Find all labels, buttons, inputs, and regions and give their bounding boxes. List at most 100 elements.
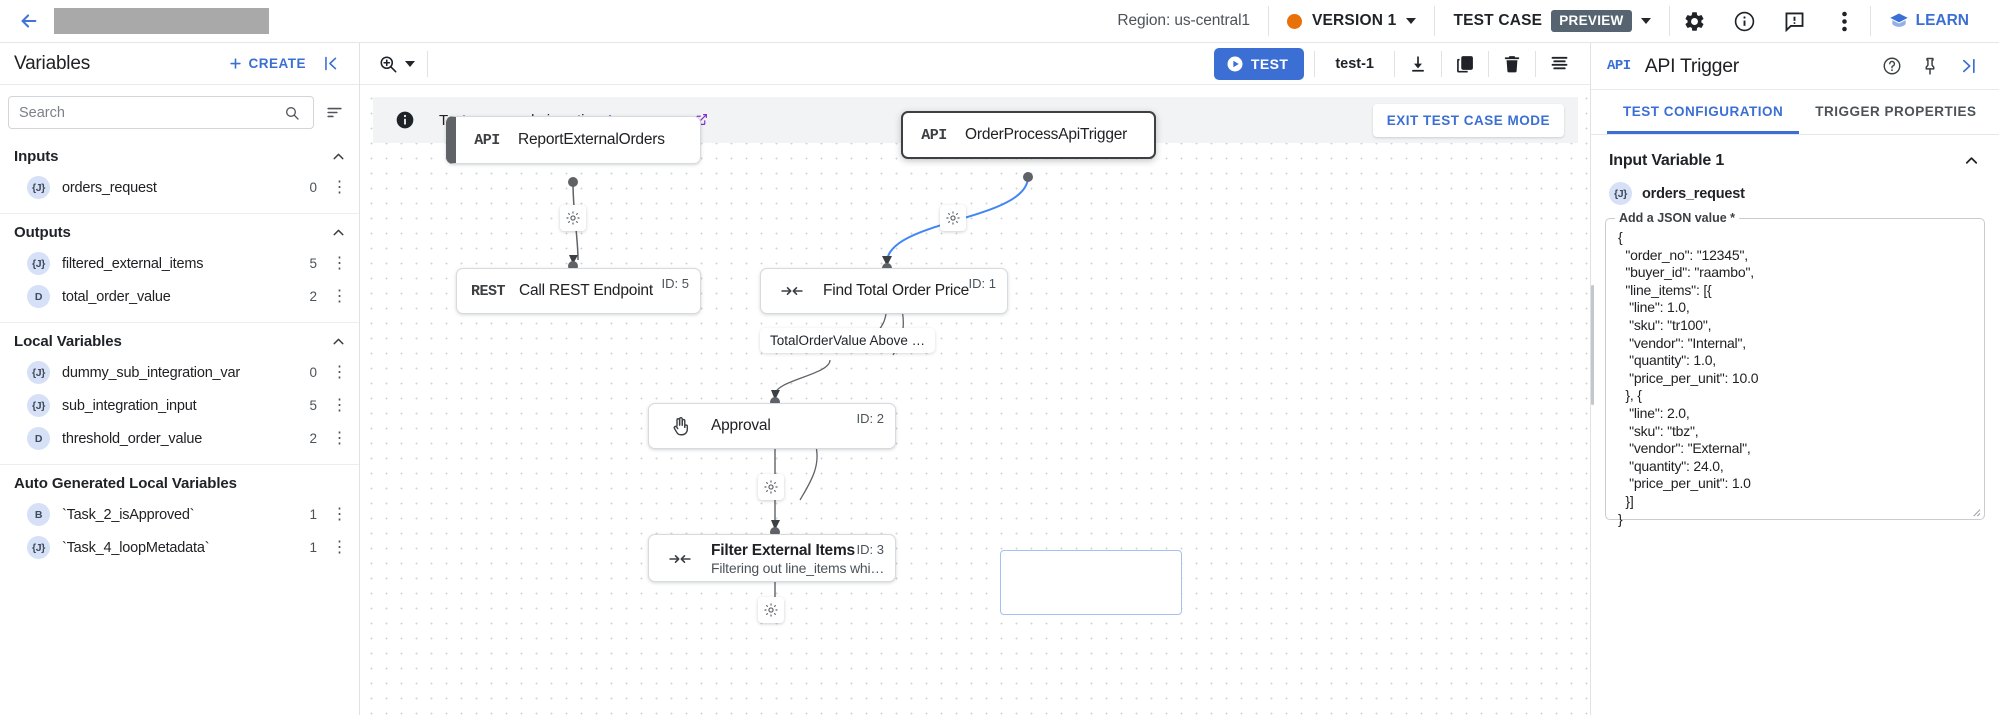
canvas-area: TEST test-1 [360,43,1591,715]
json-value-field[interactable]: Add a JSON value * { "order_no": "12345"… [1605,211,1985,527]
info-button[interactable] [1720,0,1770,43]
tab-test-configuration[interactable]: TEST CONFIGURATION [1607,90,1800,134]
variable-overflow-icon[interactable]: ⋮ [331,287,348,305]
delete-button[interactable] [1489,43,1535,85]
test-case-label: TEST CASE [1453,12,1543,29]
section-header[interactable]: Local Variables [0,327,359,356]
edge-condition-label[interactable]: TotalOrderValue Above … [760,328,936,353]
search-row [0,85,359,138]
chevron-up-icon[interactable] [330,148,347,165]
node-approval[interactable]: Approval ID: 2 [648,403,896,449]
chevron-up-icon[interactable] [330,333,347,350]
details-panel-header: API API Trigger [1591,43,1999,90]
divider [427,50,428,77]
panel-title: API Trigger [1644,54,1740,77]
variable-count: 2 [309,289,317,304]
divider [1434,6,1436,36]
selection-box[interactable] [1000,550,1182,615]
section-header[interactable]: Inputs [0,142,359,171]
variable-row[interactable]: D threshold_order_value 2 ⋮ [0,422,359,455]
zoom-in-icon [380,55,397,72]
section-title: Inputs [14,148,59,165]
search-input[interactable] [19,104,275,121]
search-box[interactable] [8,96,314,129]
chevron-up-icon[interactable] [1962,151,1981,170]
variable-row[interactable]: B `Task_2_isApproved` 1 ⋮ [0,498,359,531]
variable-overflow-icon[interactable]: ⋮ [331,396,348,414]
version-selector[interactable]: VERSION 1 [1269,12,1435,30]
test-button[interactable]: TEST [1213,47,1305,80]
edge-gear-icon[interactable] [560,205,586,231]
divider [1267,6,1269,36]
section-header[interactable]: Outputs [0,218,359,247]
variable-name: sub_integration_input [62,397,197,414]
feedback-button[interactable] [1770,0,1820,43]
node-filter-external-items[interactable]: Filter External Items Filtering out line… [648,534,896,582]
node-id-label: ID: 2 [856,411,884,426]
node-call-rest-endpoint[interactable]: REST Call REST Endpoint ID: 5 [456,268,701,314]
collapse-panel-button[interactable] [322,54,341,73]
resize-grip-icon[interactable] [1970,506,1981,517]
node-body: OrderProcessApiTrigger [965,126,1154,144]
node-id-label: ID: 5 [661,276,689,291]
workflow-edges [568,172,1033,600]
sort-filter-icon[interactable] [322,103,347,122]
variable-row[interactable]: D total_order_value 2 ⋮ [0,280,359,313]
back-arrow-icon[interactable] [14,10,44,32]
variable-type-badge: {J} [1609,182,1632,205]
node-find-total-order-price[interactable]: Find Total Order Price ID: 1 [760,268,1008,314]
create-label: CREATE [248,56,306,71]
input-variable-header[interactable]: Input Variable 1 [1605,135,1985,180]
variable-name: `Task_2_isApproved` [62,506,195,523]
variable-overflow-icon[interactable]: ⋮ [331,538,348,556]
tab-trigger-properties[interactable]: TRIGGER PROPERTIES [1815,104,1977,119]
preview-badge: PREVIEW [1551,10,1632,32]
json-value-text[interactable]: { "order_no": "12345", "buyer_id": "raam… [1618,229,1759,527]
variable-row[interactable]: {J} filtered_external_items 5 ⋮ [0,247,359,280]
download-button[interactable] [1395,43,1441,85]
variable-overflow-icon[interactable]: ⋮ [331,429,348,447]
overflow-menu-button[interactable] [1820,0,1870,43]
node-report-external-orders[interactable]: API ReportExternalOrders [446,116,701,164]
test-case-name[interactable]: test-1 [1335,55,1374,72]
variable-overflow-icon[interactable]: ⋮ [331,254,348,272]
node-title: Filter External Items [711,542,855,559]
node-id-label: ID: 1 [968,276,996,291]
test-case-selector[interactable]: TEST CASE PREVIEW [1435,10,1668,32]
exit-test-case-mode-button[interactable]: EXIT TEST CASE MODE [1372,103,1564,137]
learn-button[interactable]: LEARN [1871,11,1985,31]
panel-scrollbar[interactable] [1591,285,1594,405]
search-icon [281,105,303,121]
variable-name: total_order_value [62,288,171,305]
variable-type-badge: D [27,427,50,450]
settings-button[interactable] [1670,0,1720,43]
variable-overflow-icon[interactable]: ⋮ [331,178,348,196]
pin-button[interactable] [1911,46,1949,86]
copy-button[interactable] [1442,43,1488,85]
node-title: Call REST Endpoint [519,282,653,299]
variable-row[interactable]: {J} orders_request 0 ⋮ [0,171,359,204]
edge-gear-icon[interactable] [940,205,966,231]
variable-count: 2 [309,431,317,446]
help-button[interactable] [1873,46,1911,86]
variable-overflow-icon[interactable]: ⋮ [331,505,348,523]
node-title: Find Total Order Price [823,282,970,299]
logs-button[interactable] [1536,43,1582,85]
workflow-canvas[interactable]: Test case mode is active. Learn more. EX… [360,85,1590,715]
chevron-up-icon[interactable] [330,224,347,241]
edge-gear-icon[interactable] [758,474,784,500]
variable-row[interactable]: {J} dummy_sub_integration_var 0 ⋮ [0,356,359,389]
variable-row[interactable]: {J} sub_integration_input 5 ⋮ [0,389,359,422]
section-header[interactable]: Auto Generated Local Variables [0,469,359,498]
zoom-control[interactable] [374,54,427,74]
variable-overflow-icon[interactable]: ⋮ [331,363,348,381]
variable-row[interactable]: {J} `Task_4_loopMetadata` 1 ⋮ [0,531,359,564]
variable-name: dummy_sub_integration_var [62,364,240,381]
expand-panel-button[interactable] [1949,46,1987,86]
main-area: Variables CREATE [0,43,1999,715]
edge-gear-icon[interactable] [758,597,784,623]
node-order-process-api-trigger[interactable]: API OrderProcessApiTrigger [901,111,1156,159]
create-variable-button[interactable]: CREATE [228,56,306,71]
variables-panel: Variables CREATE [0,43,360,715]
